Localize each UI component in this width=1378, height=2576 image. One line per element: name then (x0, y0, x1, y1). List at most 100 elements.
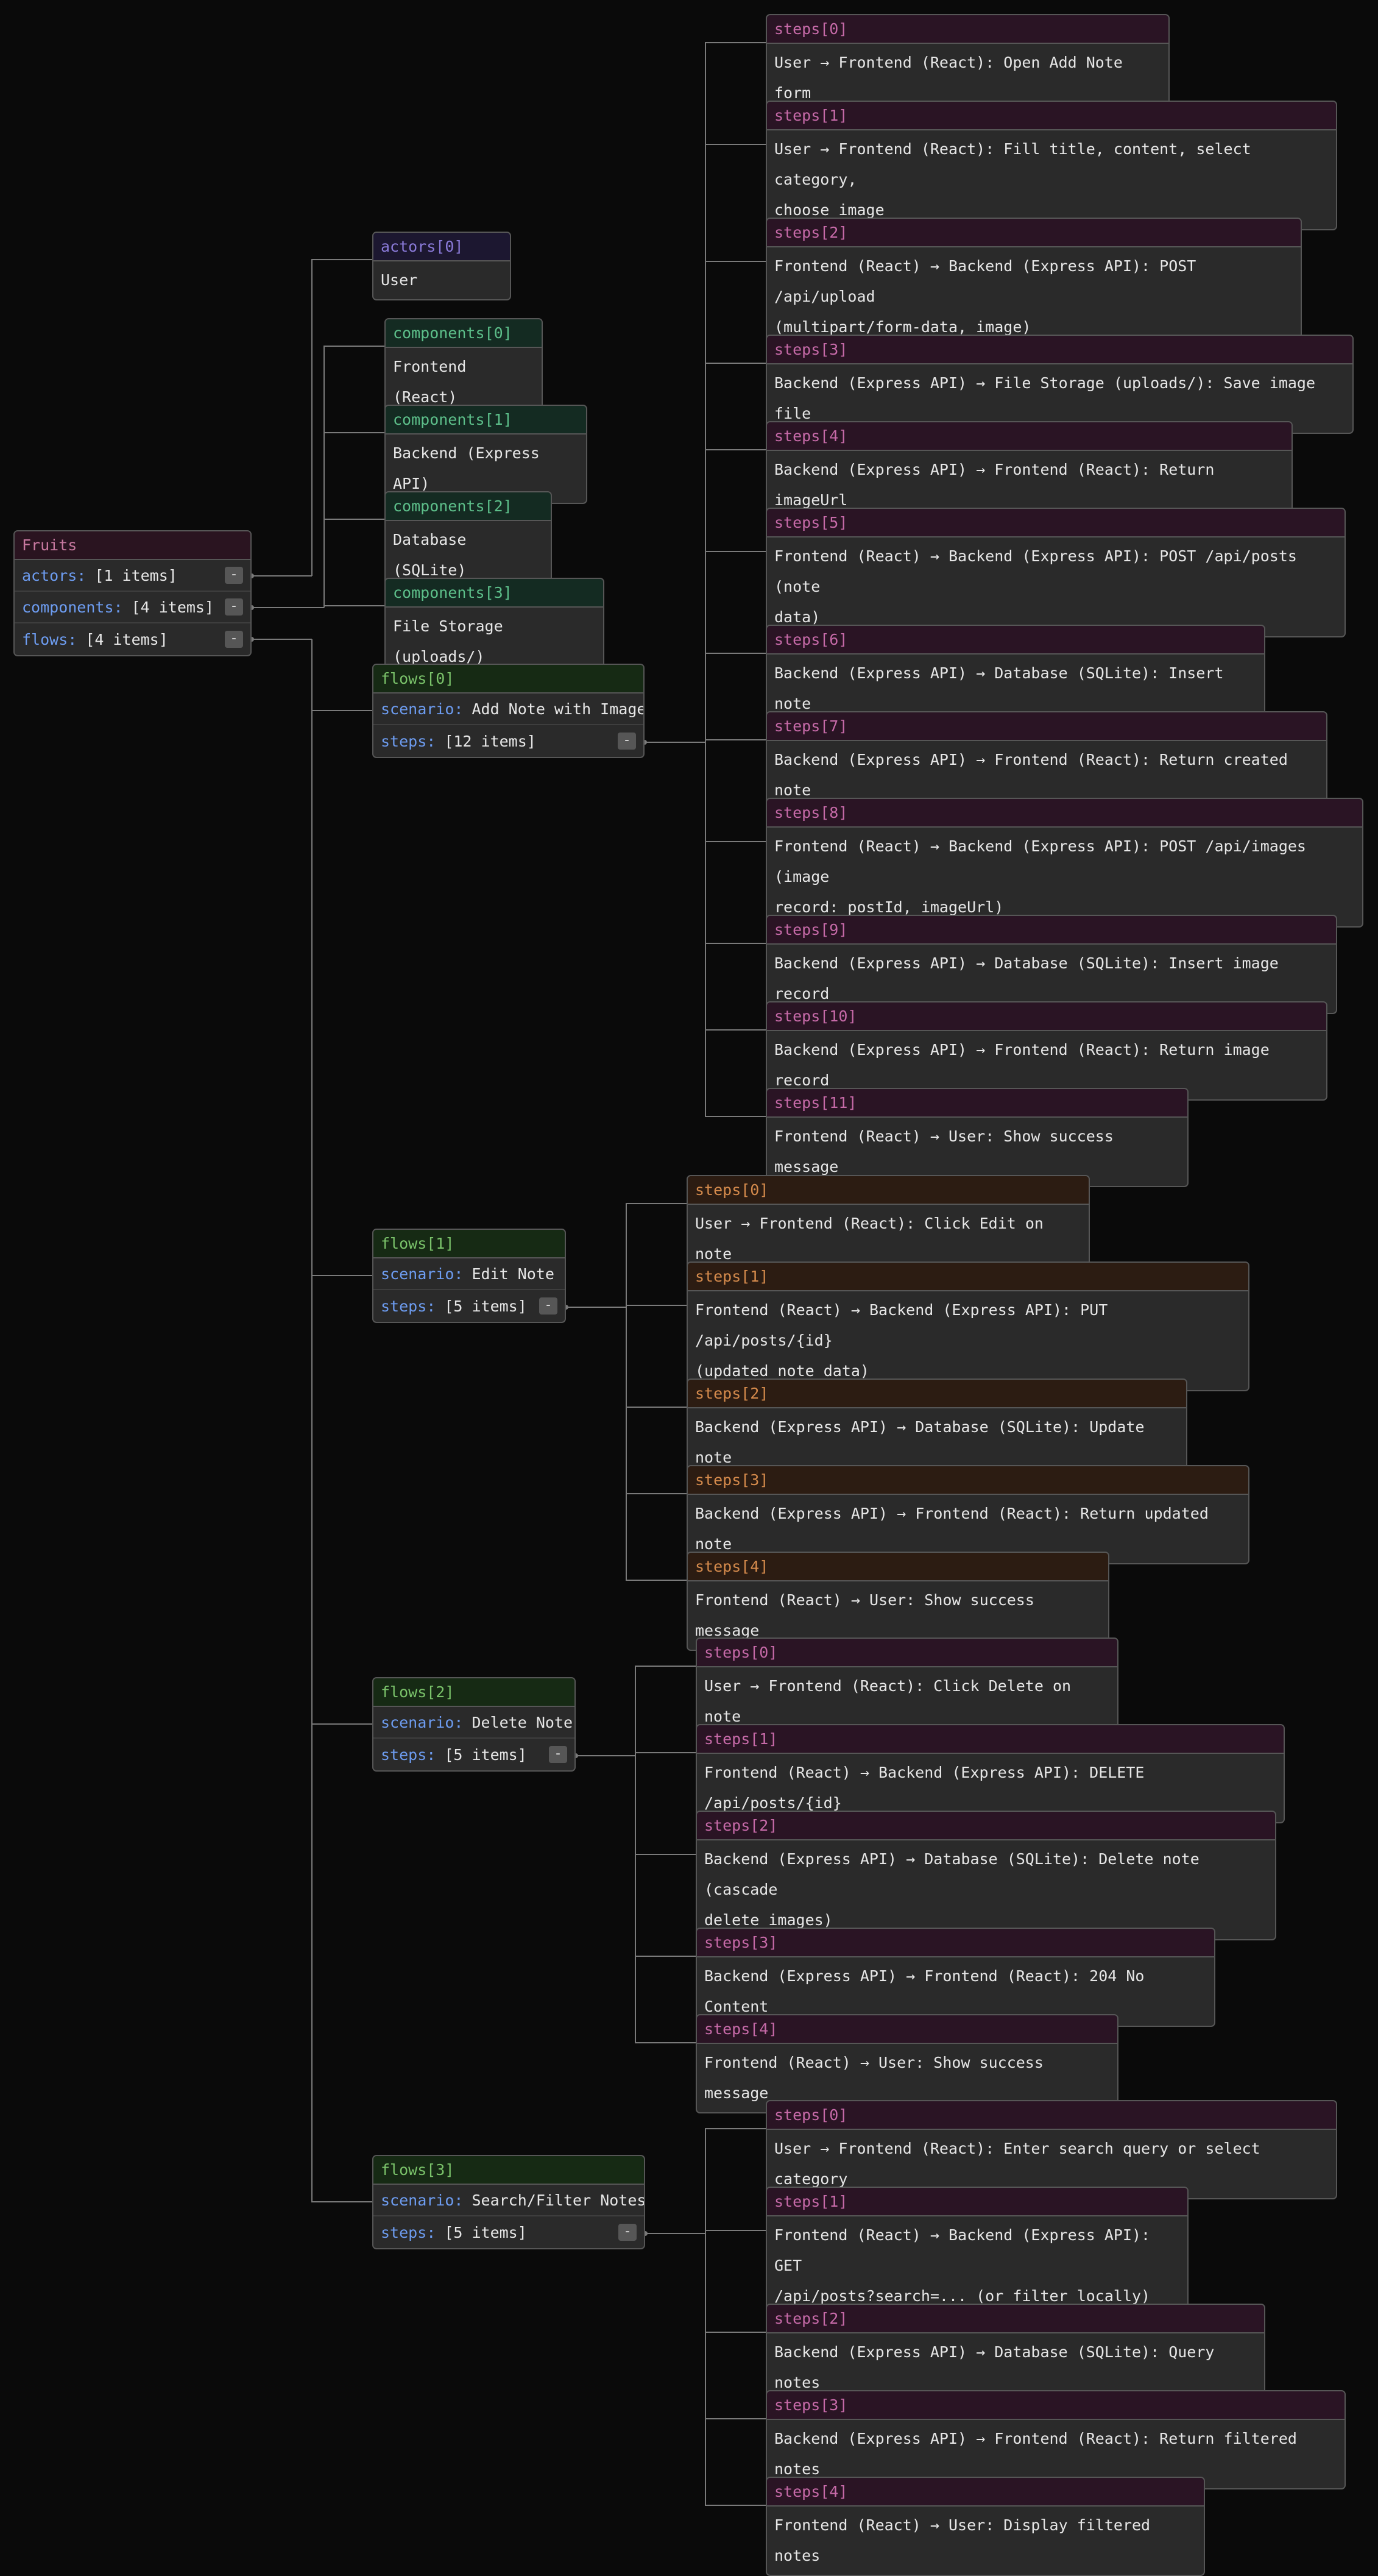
node-value: Backend (Express API) → Database (SQLite… (774, 664, 1233, 712)
step-node: steps[1] User → Frontend (React): Fill t… (766, 101, 1337, 230)
row-value: Edit Note (472, 1265, 554, 1283)
flow-steps-row: steps: [5 items] - (373, 2216, 644, 2248)
collapse-toggle-actors[interactable]: - (225, 567, 243, 584)
step-node: steps[11] Frontend (React) → User: Show … (766, 1088, 1189, 1187)
collapse-toggle-steps[interactable]: - (618, 733, 636, 750)
connector-line (705, 42, 766, 742)
step-node: steps[0] User → Frontend (React): Click … (696, 1637, 1118, 1737)
connector-line (323, 605, 384, 608)
step-node: steps[2] Backend (Express API) → Databas… (687, 1378, 1187, 1478)
component-node: components[0] Frontend (React) (384, 318, 543, 417)
collapse-toggle-components[interactable]: - (225, 598, 243, 616)
collapse-toggle-steps[interactable]: - (549, 1746, 567, 1763)
step-node: steps[4] Backend (Express API) → Fronten… (766, 421, 1293, 520)
node-value: File Storage (uploads/) (393, 617, 512, 665)
root-row-key: components: (22, 598, 123, 616)
connector-line (323, 519, 384, 608)
connector-line (626, 1307, 687, 1494)
flow-steps-row: steps: [5 items] - (373, 1739, 574, 1770)
node-title: steps[2] (697, 1812, 1275, 1840)
node-title: steps[0] (767, 2101, 1336, 2130)
node-title: steps[11] (767, 1089, 1187, 1118)
connector-line (311, 639, 372, 2202)
connector-line (705, 2234, 766, 2506)
root-row-actors: actors: [1 items] - (15, 560, 250, 592)
step-node: steps[3] Backend (Express API) → Fronten… (687, 1465, 1249, 1564)
row-key: steps: (381, 1297, 436, 1315)
node-value: Backend (Express API) → Frontend (React)… (704, 1967, 1154, 2015)
collapse-toggle-steps[interactable]: - (618, 2224, 637, 2241)
node-value: Frontend (React) → Backend (Express API)… (774, 837, 1306, 916)
node-title: steps[0] (767, 15, 1168, 44)
root-row-value: [1 items] (94, 566, 177, 584)
node-value: User → Frontend (React): Open Add Note f… (774, 54, 1132, 102)
step-node: steps[3] Backend (Express API) → Fronten… (766, 2390, 1346, 2489)
row-key: scenario: (381, 1713, 464, 1731)
row-key: steps: (381, 732, 436, 750)
collapse-toggle-steps[interactable]: - (539, 1297, 557, 1315)
node-title: steps[1] (697, 1725, 1284, 1754)
component-node: components[2] Database (SQLite) (384, 491, 552, 591)
step-node: steps[9] Backend (Express API) → Databas… (766, 915, 1337, 1014)
step-node: steps[0] User → Frontend (React): Enter … (766, 2100, 1337, 2199)
node-title: steps[3] (688, 1466, 1248, 1495)
flow-steps-row: steps: [12 items] - (373, 725, 643, 757)
connector-line (705, 653, 766, 742)
step-node: steps[4] Frontend (React) → User: Displa… (766, 2477, 1205, 2576)
connector-line (705, 449, 766, 742)
flow-steps-row: steps: [5 items] - (373, 1290, 565, 1322)
root-row-value: [4 items] (85, 630, 168, 648)
step-node: steps[1] Frontend (React) → Backend (Exp… (696, 1724, 1285, 1823)
connector-line (626, 1305, 687, 1307)
root-title: Fruits (15, 531, 250, 560)
collapse-toggle-flows[interactable]: - (225, 631, 243, 648)
connector-line (626, 1307, 687, 1408)
connector-line (705, 2234, 766, 2333)
connector-line (635, 1756, 696, 2043)
node-value: Backend (Express API) → Frontend (React)… (695, 1505, 1218, 1553)
connector-line (705, 742, 766, 944)
node-value: Backend (Express API) → Database (SQLite… (774, 2343, 1224, 2391)
node-title: steps[1] (688, 1263, 1248, 1291)
row-value: Search/Filter Notes (472, 2191, 645, 2209)
node-value: Backend (Express API) (393, 444, 549, 492)
node-value: User (381, 271, 418, 289)
connector-line (705, 739, 766, 742)
step-node: steps[2] Backend (Express API) → Databas… (766, 2304, 1265, 2403)
row-value: [12 items] (444, 732, 536, 750)
node-title: steps[1] (767, 2188, 1187, 2216)
step-node: steps[1] Frontend (React) → Backend (Exp… (687, 1261, 1249, 1391)
node-value: Backend (Express API) → Database (SQLite… (704, 1850, 1200, 1929)
flow-scenario-row: scenario: Edit Note (373, 1258, 565, 1290)
step-node: steps[8] Frontend (React) → Backend (Exp… (766, 798, 1363, 928)
connector-line (705, 261, 766, 742)
connector-line (635, 1666, 696, 1756)
row-value: [5 items] (444, 2223, 527, 2241)
node-value: Frontend (React) → Backend (Express API)… (774, 257, 1196, 336)
node-title: steps[1] (767, 102, 1336, 130)
step-node: steps[0] User → Frontend (React): Click … (687, 1175, 1090, 1274)
node-title: steps[4] (697, 2015, 1117, 2044)
actor-node: actors[0] User (372, 232, 511, 300)
component-node: components[3] File Storage (uploads/) (384, 578, 604, 677)
step-node: steps[6] Backend (Express API) → Databas… (766, 625, 1265, 724)
node-title: flows[1] (373, 1230, 565, 1258)
node-title: steps[0] (697, 1639, 1117, 1667)
root-node: Fruits actors: [1 items] - components: [… (13, 530, 252, 656)
step-node: steps[3] Backend (Express API) → Fronten… (696, 1928, 1215, 2027)
node-value: Backend (Express API) → Frontend (React)… (774, 751, 1297, 799)
node-value: Backend (Express API) → File Storage (up… (774, 374, 1325, 422)
node-value: Backend (Express API) → Frontend (React)… (774, 1041, 1279, 1089)
node-value: Backend (Express API) → Frontend (React)… (774, 2430, 1306, 2478)
node-title: flows[2] (373, 1678, 574, 1707)
node-value: Backend (Express API) → Database (SQLite… (774, 954, 1288, 1002)
node-title: steps[5] (767, 509, 1344, 538)
node-value: Frontend (React) → Backend (Express API)… (774, 2226, 1151, 2305)
root-row-flows: flows: [4 items] - (15, 623, 250, 655)
connector-line (635, 1752, 696, 1756)
node-title: flows[3] (373, 2156, 644, 2185)
node-title: steps[3] (697, 1929, 1214, 1957)
step-node: steps[0] User → Frontend (React): Open A… (766, 14, 1170, 113)
node-value: Backend (Express API) → Frontend (React)… (774, 461, 1224, 509)
